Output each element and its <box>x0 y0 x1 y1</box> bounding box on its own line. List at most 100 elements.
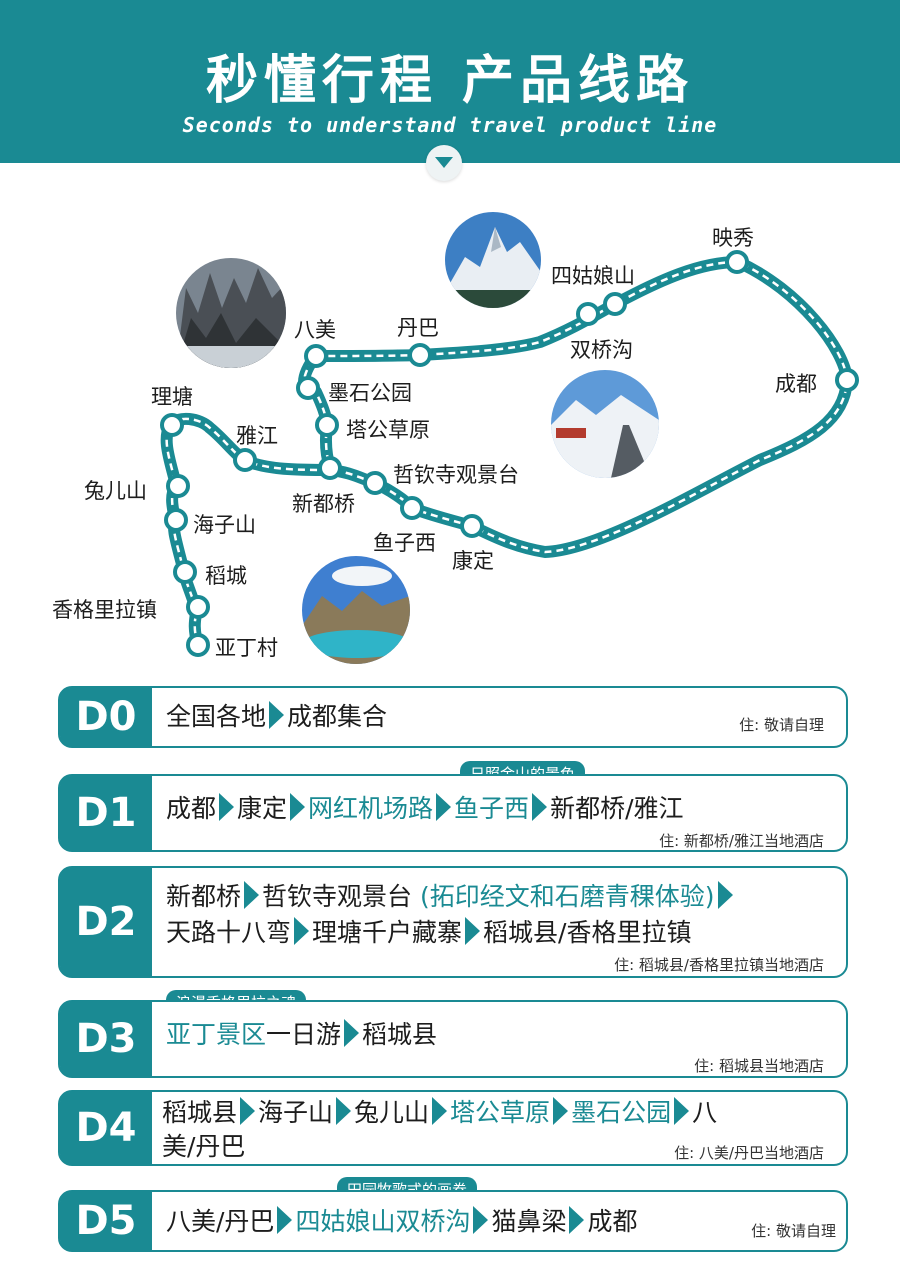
arrow-right-icon <box>294 917 310 945</box>
stop-label-litang: 理塘 <box>151 385 193 409</box>
arrow-right-icon <box>717 881 733 909</box>
day-route-line1: 稻城县海子山兔儿山塔公草原墨石公园八 <box>162 1096 717 1130</box>
arrow-right-icon <box>219 793 235 821</box>
arrow-right-icon <box>277 1206 293 1234</box>
route-stop-highlight: 墨石公园 <box>571 1098 672 1127</box>
lodging-note: 住: 敬请自理 <box>739 716 824 734</box>
photo-snow-road <box>551 370 659 478</box>
route-stop: 稻城县 <box>162 1098 238 1127</box>
arrow-right-icon <box>432 1097 448 1125</box>
stop-label-kangding: 康定 <box>452 549 494 573</box>
day-badge: D0 <box>60 688 152 746</box>
arrow-right-icon <box>569 1206 585 1234</box>
route-stop: 康定 <box>237 794 288 823</box>
route-stop: 美/丹巴 <box>162 1132 246 1161</box>
route-stop: 稻城县 <box>362 1020 438 1049</box>
stop-label-daocheng: 稻城 <box>205 564 247 588</box>
day-route-line2: 天路十八弯理塘千户藏寨稻城县/香格里拉镇 <box>166 916 691 950</box>
day-badge: D4 <box>60 1092 152 1164</box>
route-stop-highlight: 亚丁景区 <box>166 1020 267 1049</box>
lodging-note: 住: 新都桥/雅江当地酒店 <box>659 832 824 850</box>
page-subtitle: Seconds to understand travel product lin… <box>182 113 718 137</box>
route-stop: 海子山 <box>258 1098 334 1127</box>
day-badge: D2 <box>60 868 152 976</box>
arrow-right-icon <box>290 793 306 821</box>
page-title: 秒懂行程 产品线路 <box>205 51 695 111</box>
day-route-line1: 新都桥哲钦寺观景台 (拓印经文和石磨青稞体验) <box>166 880 736 914</box>
day-route: 成都康定网红机场路鱼子西新都桥/雅江 <box>166 792 684 826</box>
route-stop: 成都 <box>166 794 217 823</box>
route-stop: 一日游 <box>266 1020 342 1049</box>
route-stop: 全国各地 <box>166 702 267 731</box>
day-route: 全国各地成都集合 <box>166 700 387 734</box>
photo-snow-peak <box>445 212 541 308</box>
arrow-right-icon <box>473 1206 489 1234</box>
stop-label-yuzixi: 鱼子西 <box>373 531 436 555</box>
lodging-note: 住: 稻城县当地酒店 <box>694 1057 824 1075</box>
arrow-right-icon <box>436 793 452 821</box>
header-banner: 秒懂行程 产品线路 Seconds to understand travel p… <box>0 0 900 163</box>
stop-label-bamei: 八美 <box>294 318 336 342</box>
photo-lake <box>302 556 410 664</box>
arrow-right-icon <box>244 881 260 909</box>
stop-label-yingxiu: 映秀 <box>712 226 754 250</box>
arrow-right-icon <box>240 1097 256 1125</box>
stop-label-zheqin: 哲钦寺观景台 <box>393 463 519 487</box>
route-stop: 成都集合 <box>287 702 388 731</box>
photo-rock-forest <box>176 258 286 368</box>
route-stop-highlight: 网红机场路 <box>308 794 434 823</box>
route-stop-markers <box>160 250 859 657</box>
stop-label-xianggelila: 香格里拉镇 <box>52 598 157 622</box>
route-line-dashes <box>165 260 849 646</box>
chevron-down-icon <box>435 157 453 168</box>
stop-label-xinduqiao: 新都桥 <box>292 492 355 516</box>
day-route: 亚丁景区一日游稻城县 <box>166 1018 437 1052</box>
arrow-right-icon <box>553 1097 569 1125</box>
route-stop: 新都桥/雅江 <box>550 794 684 823</box>
route-stop-highlight: 鱼子西 <box>454 794 530 823</box>
route-map <box>160 250 859 657</box>
day-card-d4: D4 稻城县海子山兔儿山塔公草原墨石公园八 美/丹巴 住: 八美/丹巴当地酒店 <box>58 1090 848 1166</box>
arrow-right-icon <box>344 1019 360 1047</box>
stop-label-chengdu: 成都 <box>775 372 817 396</box>
day-route: 八美/丹巴四姑娘山双桥沟猫鼻梁成都 <box>166 1205 637 1239</box>
route-stop: 八 <box>692 1098 718 1127</box>
arrow-right-icon <box>674 1097 690 1125</box>
day-badge: D1 <box>60 776 152 850</box>
lodging-note: 住: 敬请自理 <box>751 1222 836 1240</box>
route-stop: 新都桥 <box>166 882 242 911</box>
stop-label-siguniang: 四姑娘山 <box>551 264 635 288</box>
stop-label-tuershan: 兔儿山 <box>84 479 147 503</box>
route-stop: 天路十八弯 <box>166 918 292 947</box>
stop-label-tagong: 塔公草原 <box>346 418 430 442</box>
day-route-line2: 美/丹巴 <box>162 1130 245 1164</box>
route-stop: 猫鼻梁 <box>491 1207 567 1236</box>
stop-label-danba: 丹巴 <box>397 316 439 340</box>
day-badge: D3 <box>60 1002 152 1076</box>
day-card-d5: D5 八美/丹巴四姑娘山双桥沟猫鼻梁成都 住: 敬请自理 <box>58 1190 848 1252</box>
lodging-note: 住: 稻城县/香格里拉镇当地酒店 <box>614 956 824 974</box>
route-stop: 兔儿山 <box>354 1098 430 1127</box>
route-stop: 稻城县/香格里拉镇 <box>483 918 692 947</box>
arrow-right-icon <box>465 917 481 945</box>
scroll-down-button[interactable] <box>426 145 462 181</box>
day-card-d0: D0 全国各地成都集合 住: 敬请自理 <box>58 686 848 748</box>
stop-label-yading: 亚丁村 <box>215 636 278 660</box>
stop-label-moshi: 墨石公园 <box>328 381 412 405</box>
route-stop: 理塘千户藏寨 <box>312 918 463 947</box>
stop-label-yajiang: 雅江 <box>236 424 278 448</box>
route-stop: 八美/丹巴 <box>166 1207 275 1236</box>
arrow-right-icon <box>269 701 285 729</box>
route-stop: 哲钦寺观景台 <box>262 882 413 911</box>
route-stop-highlight: 四姑娘山双桥沟 <box>295 1207 471 1236</box>
day-card-d2: D2 新都桥哲钦寺观景台 (拓印经文和石磨青稞体验) 天路十八弯理塘千户藏寨稻城… <box>58 866 848 978</box>
day-badge: D5 <box>60 1192 152 1250</box>
stop-label-shuangqiao: 双桥沟 <box>570 338 633 362</box>
day-card-d3: D3 亚丁景区一日游稻城县 住: 稻城县当地酒店 <box>58 1000 848 1078</box>
day-card-d1: D1 成都康定网红机场路鱼子西新都桥/雅江 住: 新都桥/雅江当地酒店 <box>58 774 848 852</box>
lodging-note: 住: 八美/丹巴当地酒店 <box>674 1144 824 1162</box>
arrow-right-icon <box>532 793 548 821</box>
arrow-right-icon <box>336 1097 352 1125</box>
stop-label-haizishan: 海子山 <box>193 513 256 537</box>
route-stop-highlight: (拓印经文和石磨青稞体验) <box>419 882 715 911</box>
